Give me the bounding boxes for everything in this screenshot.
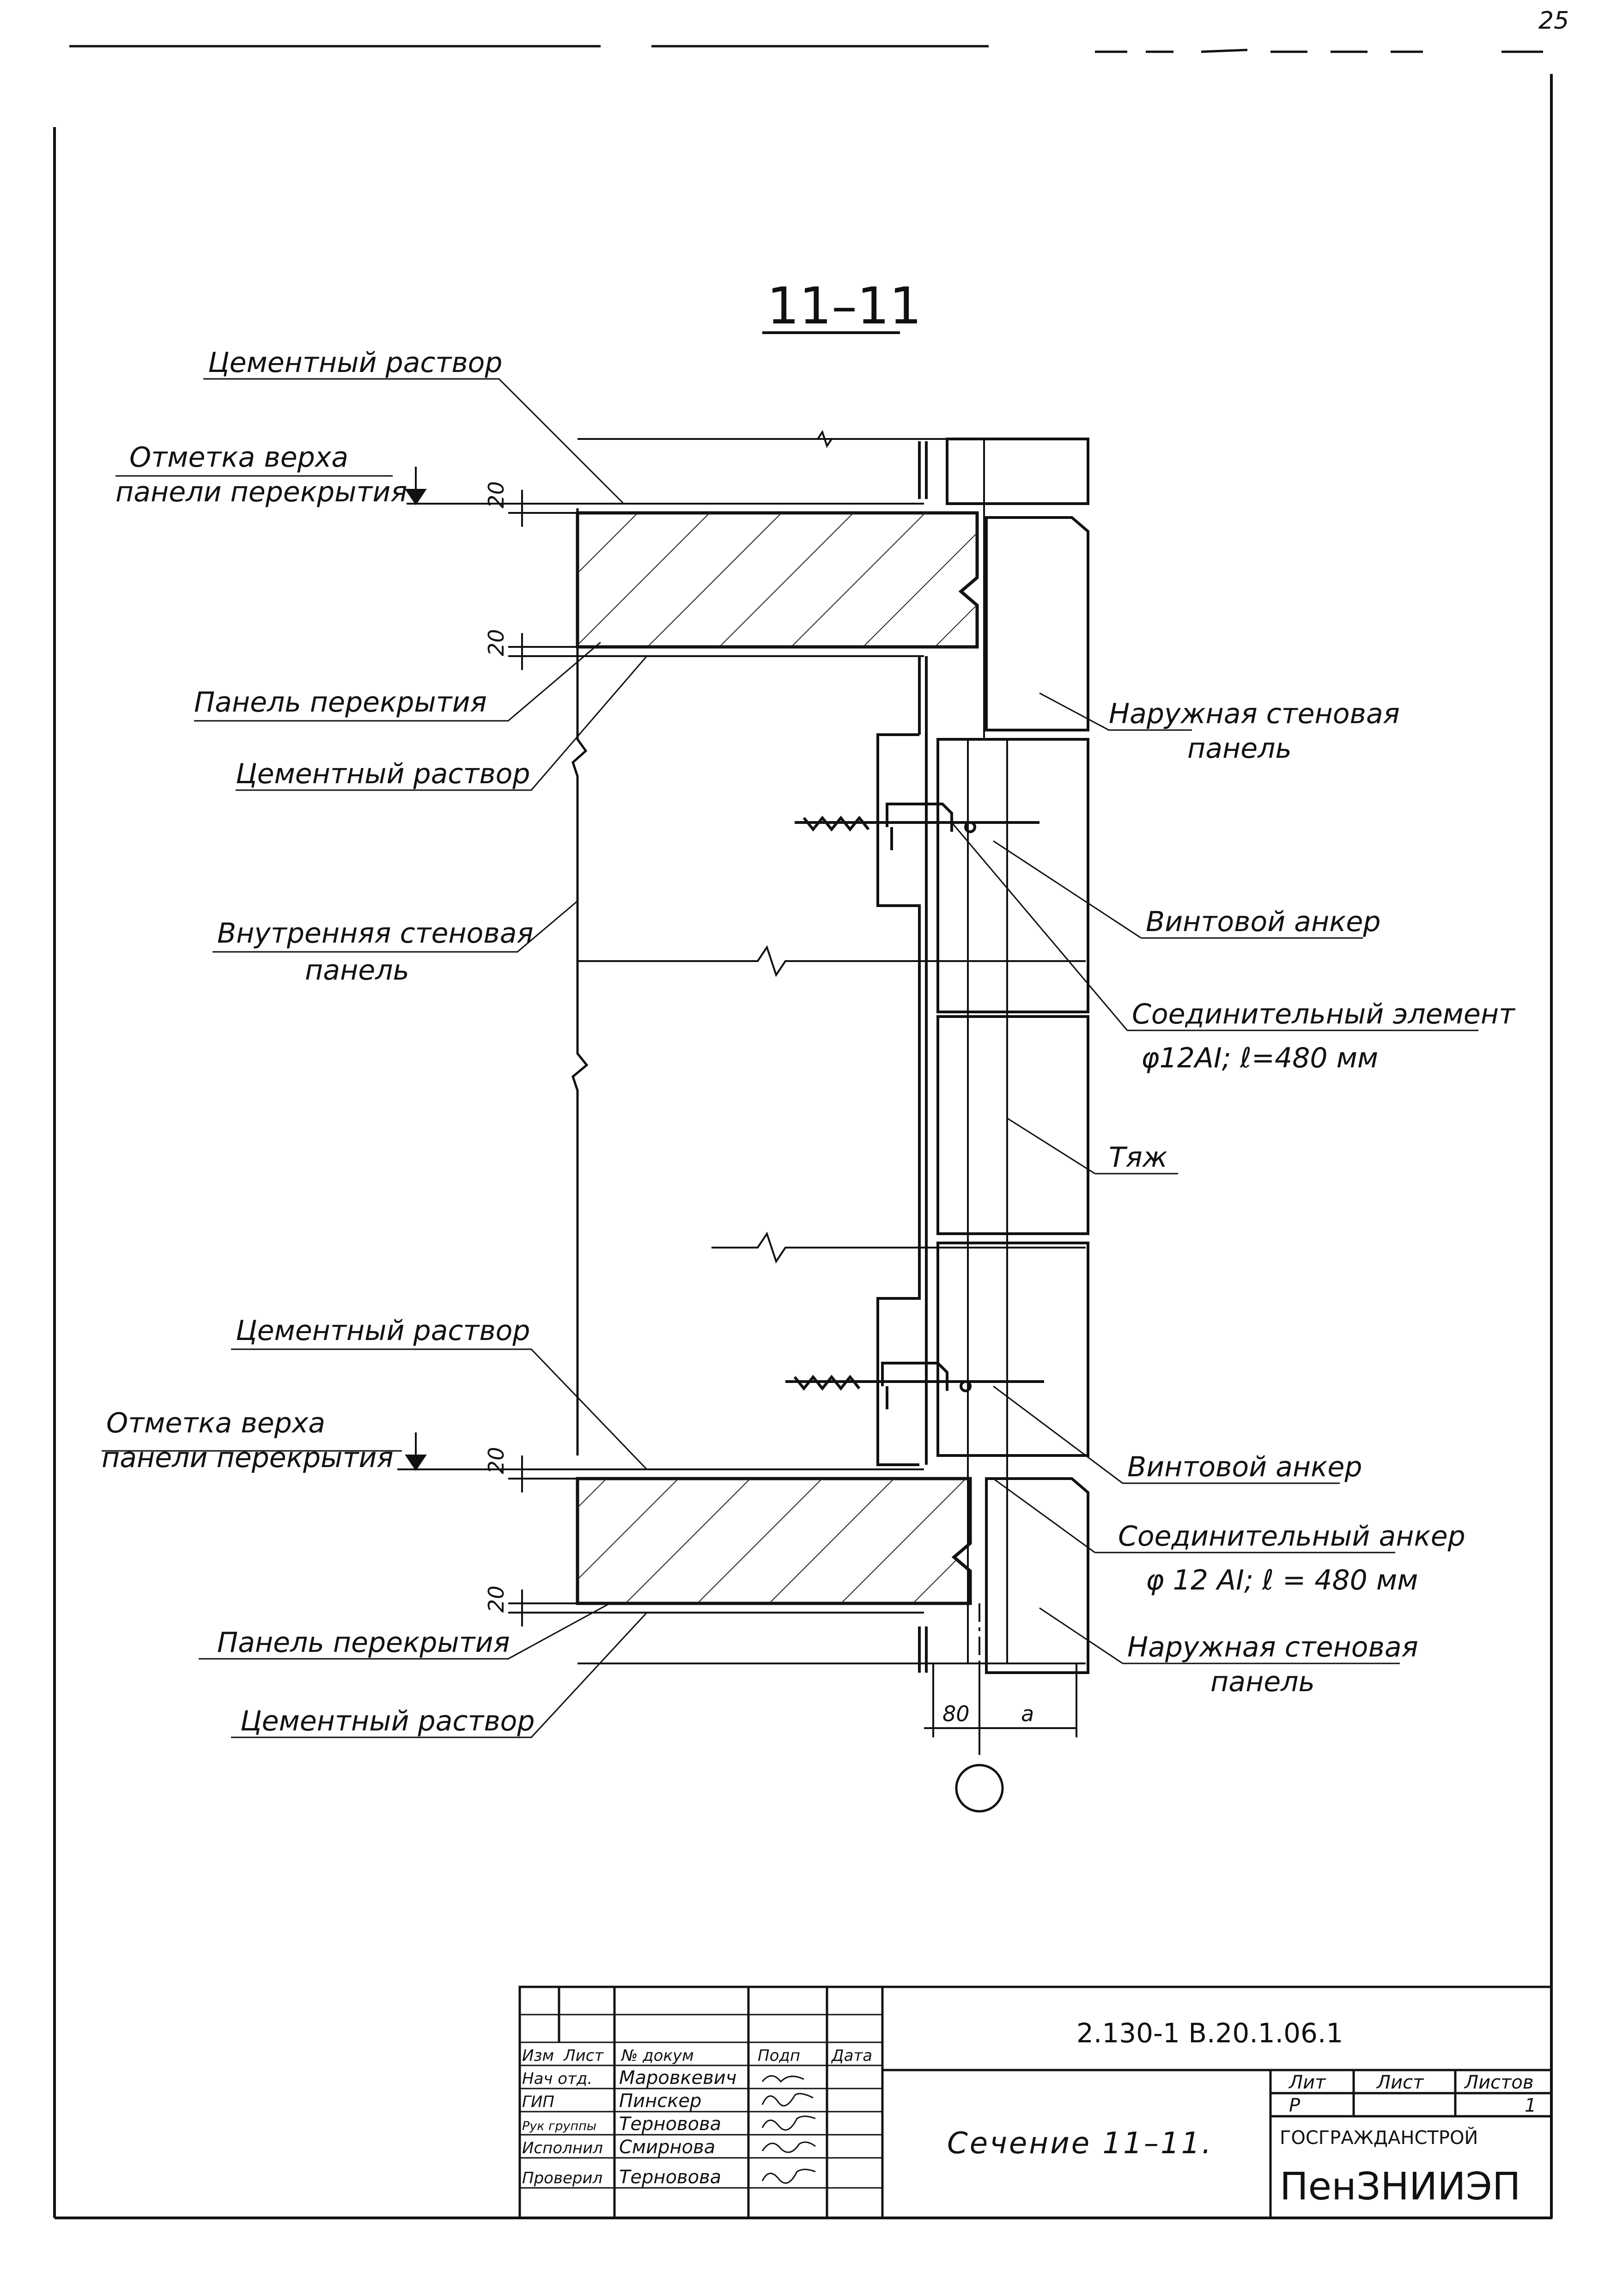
tb-name-3: Терновова (619, 2113, 721, 2135)
tb-role-2: ГИП (522, 2093, 554, 2111)
tb-role-5: Проверил (522, 2169, 602, 2187)
sheet-number: 25 (1538, 7, 1569, 35)
tb-sheet-label: Лист (1376, 2072, 1424, 2093)
tb-stage-value: Р (1289, 2095, 1301, 2116)
tb-document-code: 2.130-1 В.20.1.06.1 (1076, 2017, 1343, 2049)
elevation-mark-top (405, 467, 508, 505)
leader-lines (102, 378, 1478, 1738)
tb-name-2: Пинскер (619, 2090, 701, 2112)
dim-mortar-bottom-2: 20 (484, 1585, 509, 1613)
label-outer-wall-1-line2: панель (1187, 732, 1292, 765)
label-connector-anchor-line1: Соединительный анкер (1118, 1520, 1465, 1553)
elevation-mark-bottom (397, 1432, 508, 1471)
tb-signatures (761, 2075, 816, 2184)
dim-mortar-top-1: 20 (484, 481, 509, 508)
tb-role-3: Рук группы (522, 2119, 596, 2133)
screw-anchor-bottom (785, 1362, 1044, 1409)
section-title: 11–11 (767, 276, 922, 335)
dim-mortar-top-2: 20 (484, 1447, 509, 1474)
tb-role-4: Исполнил (522, 2139, 603, 2157)
top-border-remnants (69, 45, 1543, 53)
tb-institute: ПенЗНИИЭП (1280, 2165, 1521, 2209)
label-connector-line2: φ12AI; ℓ=480 мм (1141, 1042, 1378, 1074)
dim-mortar-bottom-1: 20 (484, 629, 509, 656)
label-cement-mortar-2: Цементный раствор (236, 758, 530, 790)
label-outer-wall-2-line2: панель (1210, 1666, 1315, 1698)
inner-wall-face (876, 441, 928, 1673)
label-top-mark-2-line2: панели перекрытия (102, 1442, 393, 1474)
screw-anchor-top (795, 803, 1039, 850)
tb-drawing-title: Сечение 11–11. (947, 2126, 1213, 2161)
label-top-mark-1-line1: Отметка верха (129, 441, 348, 474)
tb-sheets-label: Листов (1464, 2072, 1533, 2093)
tb-name-1: Маровкевич (619, 2067, 736, 2089)
section-drawing (102, 378, 1478, 1813)
tb-role-1: Нач отд. (522, 2070, 592, 2088)
label-top-mark-1-line2: панели перекрытия (115, 476, 407, 508)
label-outer-wall-2-line1: Наружная стеновая (1127, 1631, 1418, 1663)
label-connector-anchor-line2: φ 12 AI; ℓ = 480 мм (1146, 1564, 1418, 1596)
label-inner-wall-line2: панель (305, 954, 409, 987)
label-cement-mortar-1: Цементный раствор (208, 347, 502, 379)
tb-col-doc: № докум (620, 2046, 694, 2065)
tb-col-change: Изм (522, 2046, 554, 2065)
label-cement-mortar-4: Цементный раствор (240, 1705, 535, 1737)
label-outer-wall-1-line1: Наружная стеновая (1109, 698, 1400, 730)
title-block: Изм Лист № докум Подп Дата Нач отд. ГИП … (518, 1985, 1553, 2219)
label-inner-wall-line1: Внутренняя стеновая (217, 917, 534, 950)
floor-panel-bottom (576, 1468, 1086, 1664)
tb-stage-label: Лит (1288, 2072, 1326, 2093)
label-floor-panel-1: Панель перекрытия (194, 686, 487, 719)
label-top-mark-2-line1: Отметка верха (106, 1407, 325, 1439)
axis-bubble (955, 1764, 1004, 1813)
dim-offset-a: а (1021, 1701, 1034, 1726)
tb-col-sign: Подп (758, 2046, 800, 2065)
tb-name-4: Смирнова (619, 2137, 715, 2158)
dimension-lines (508, 490, 1077, 1737)
break-lines (577, 430, 1086, 1264)
tb-organization: ГОСГРАЖДАНСТРОЙ (1280, 2126, 1478, 2149)
annotations: Цементный раствор Отметка верха панели п… (102, 347, 1516, 1737)
dim-offset-80: 80 (942, 1701, 970, 1726)
label-cement-mortar-3: Цементный раствор (236, 1315, 530, 1347)
tb-col-date: Дата (831, 2046, 872, 2065)
drawing-frame (53, 74, 1553, 2219)
floor-panel-top (576, 503, 979, 657)
tb-name-5: Терновова (619, 2167, 721, 2188)
label-screw-anchor-1: Винтовой анкер (1146, 906, 1380, 938)
label-floor-panel-2: Панель перекрытия (217, 1626, 510, 1659)
tb-sheets-value: 1 (1525, 2095, 1536, 2116)
tb-col-sheet: Лист (563, 2046, 604, 2065)
label-tie: Тяж (1109, 1141, 1167, 1174)
label-connector-line1: Соединительный элемент (1132, 998, 1516, 1030)
label-screw-anchor-2: Винтовой анкер (1127, 1451, 1362, 1483)
